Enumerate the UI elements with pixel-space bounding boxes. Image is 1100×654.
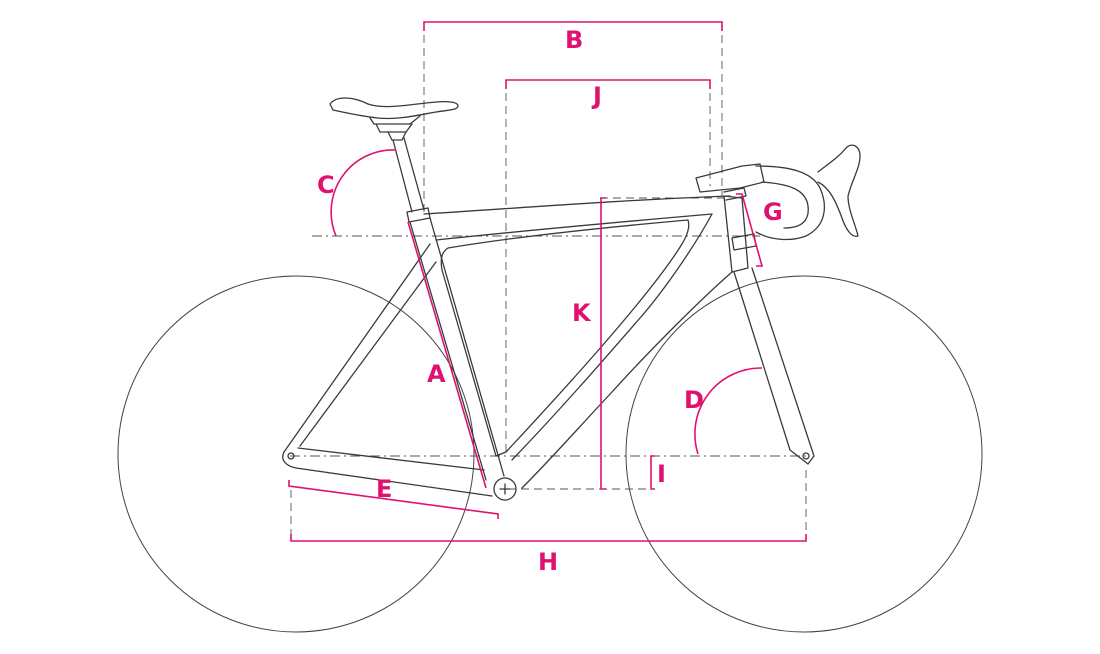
label-e: E	[376, 475, 392, 503]
d-angle-arc	[694, 367, 763, 455]
rear-wheel	[117, 275, 475, 633]
label-h: H	[538, 548, 558, 576]
label-g: G	[763, 198, 783, 226]
reference-lines	[290, 22, 807, 541]
bottom-bracket	[493, 477, 517, 501]
headset-spacers	[723, 187, 747, 201]
e-dimension-line	[288, 480, 499, 519]
label-c: C	[317, 171, 335, 199]
seat-tube	[409, 217, 505, 481]
saddle-rails	[369, 115, 421, 133]
label-i: I	[657, 460, 666, 488]
dimension-labels: B J C G K A D I E H	[317, 26, 783, 576]
fork	[733, 267, 815, 465]
saddle	[329, 97, 459, 120]
label-a: A	[427, 360, 446, 388]
rear-dropout	[287, 452, 295, 460]
c-angle-arc	[330, 149, 397, 237]
front-wheel	[625, 275, 983, 633]
b-dimension-line	[423, 21, 723, 31]
front-dropout	[802, 452, 810, 460]
wheels	[117, 275, 983, 633]
seatpost	[392, 137, 425, 213]
label-b: B	[565, 26, 583, 54]
dimension-lines	[288, 21, 807, 542]
down-tube	[511, 213, 733, 489]
h-dimension-line	[290, 534, 807, 542]
top-tube	[423, 195, 731, 241]
seat-stay	[283, 243, 437, 453]
chain-stay	[282, 447, 493, 497]
main-triangle-inner	[440, 219, 690, 457]
bottom-bracket-cross	[499, 483, 511, 495]
head-tube	[723, 195, 749, 273]
seatpost-collar	[406, 207, 431, 223]
a-dimension-line	[407, 221, 487, 489]
label-j: J	[591, 82, 602, 110]
j-dimension-line	[505, 79, 711, 89]
handlebar	[755, 165, 826, 241]
i-dimension-line	[650, 455, 655, 490]
label-d: D	[684, 386, 704, 414]
stem	[695, 163, 765, 193]
k-dimension-line	[600, 197, 606, 490]
brake-hood	[817, 144, 861, 237]
seat-clamp	[387, 131, 407, 141]
g-dimension-line	[736, 193, 764, 267]
label-k: K	[572, 299, 592, 327]
bike-frame	[282, 97, 861, 501]
